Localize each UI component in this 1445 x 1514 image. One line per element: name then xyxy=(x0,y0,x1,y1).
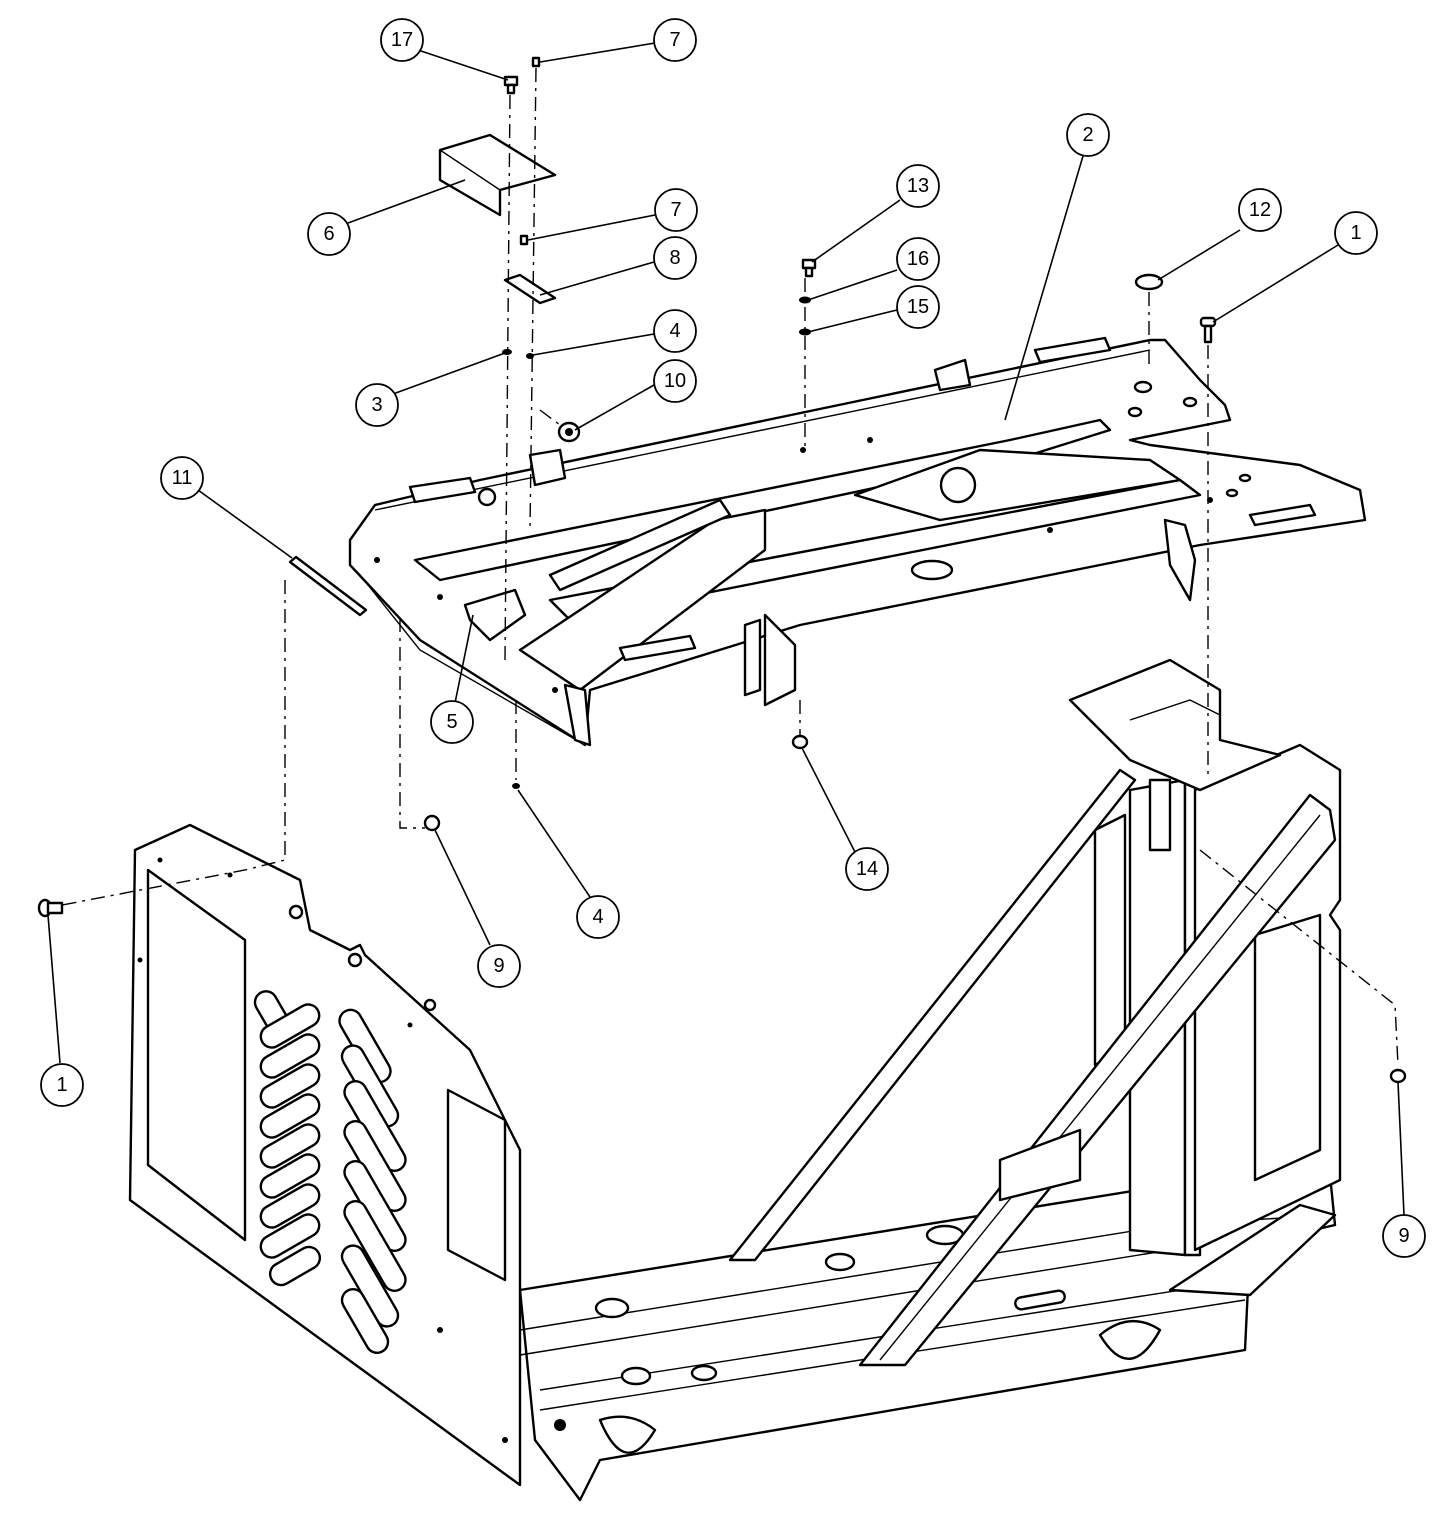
seal-strip xyxy=(288,555,368,617)
callout-10: 10 xyxy=(653,359,697,403)
leader-lines xyxy=(47,42,1405,1216)
callout-13: 13 xyxy=(896,164,940,208)
callout-label: 7 xyxy=(670,199,681,221)
callout-label: 11 xyxy=(172,467,193,489)
callout-label: 8 xyxy=(669,247,680,269)
callout-label: 4 xyxy=(669,320,680,342)
callout-label: 17 xyxy=(391,29,413,51)
callout-6: 6 xyxy=(307,212,351,256)
callout-label: 4 xyxy=(592,906,603,928)
front-gusset xyxy=(518,508,767,692)
callout-17: 17 xyxy=(380,18,424,62)
callout-15: 15 xyxy=(896,285,940,329)
hardware xyxy=(37,56,1407,1084)
left-rail xyxy=(413,418,1112,582)
callout-9-left: 9 xyxy=(477,944,521,988)
callout-label: 1 xyxy=(1350,222,1361,244)
callout-label: 2 xyxy=(1082,124,1093,146)
callout-16: 16 xyxy=(896,237,940,281)
vent-slots-right xyxy=(338,1008,407,1354)
callout-label: 7 xyxy=(669,29,680,51)
rear-gusset xyxy=(853,448,1182,522)
callout-1-top: 1 xyxy=(1334,211,1378,255)
callout-12: 12 xyxy=(1238,188,1282,232)
cover-bracket xyxy=(438,133,557,217)
vent-slots-left xyxy=(253,990,322,1287)
callout-7-mid: 7 xyxy=(654,188,698,232)
callout-9-right: 9 xyxy=(1382,1214,1426,1258)
callout-label: 10 xyxy=(664,370,686,392)
callout-7-top: 7 xyxy=(653,18,697,62)
diagonal-brace-left xyxy=(728,768,1137,1262)
callout-3: 3 xyxy=(355,383,399,427)
callout-8: 8 xyxy=(653,236,697,280)
callout-4-top: 4 xyxy=(653,309,697,353)
diagonal-brace-right xyxy=(858,793,1337,1367)
callout-14: 14 xyxy=(845,847,889,891)
top-mount-bracket xyxy=(1068,658,1282,792)
callout-label: 3 xyxy=(371,394,382,416)
callout-2: 2 xyxy=(1066,113,1110,157)
assembly-dash-lines xyxy=(61,67,1399,1066)
callout-label: 9 xyxy=(1398,1225,1409,1247)
callout-label: 6 xyxy=(323,223,334,245)
callout-label: 1 xyxy=(56,1074,67,1096)
callout-label: 5 xyxy=(446,711,457,733)
callout-label: 16 xyxy=(907,248,929,270)
lower-frame xyxy=(518,658,1342,1502)
callout-label: 15 xyxy=(907,296,929,318)
callout-5: 5 xyxy=(430,700,474,744)
callout-1-left: 1 xyxy=(40,1063,84,1107)
callout-balloons: 17 7 6 7 8 4 3 10 11 5 13 xyxy=(40,18,1426,1258)
callout-label: 9 xyxy=(493,955,504,977)
left-side-panel xyxy=(128,823,522,1487)
panel-window xyxy=(146,868,247,1242)
callout-label: 14 xyxy=(856,858,878,880)
callout-label: 12 xyxy=(1249,199,1271,221)
callout-11: 11 xyxy=(160,456,204,500)
upper-frame xyxy=(348,336,1367,747)
callout-label: 13 xyxy=(907,175,929,197)
callout-4-bottom: 4 xyxy=(576,895,620,939)
